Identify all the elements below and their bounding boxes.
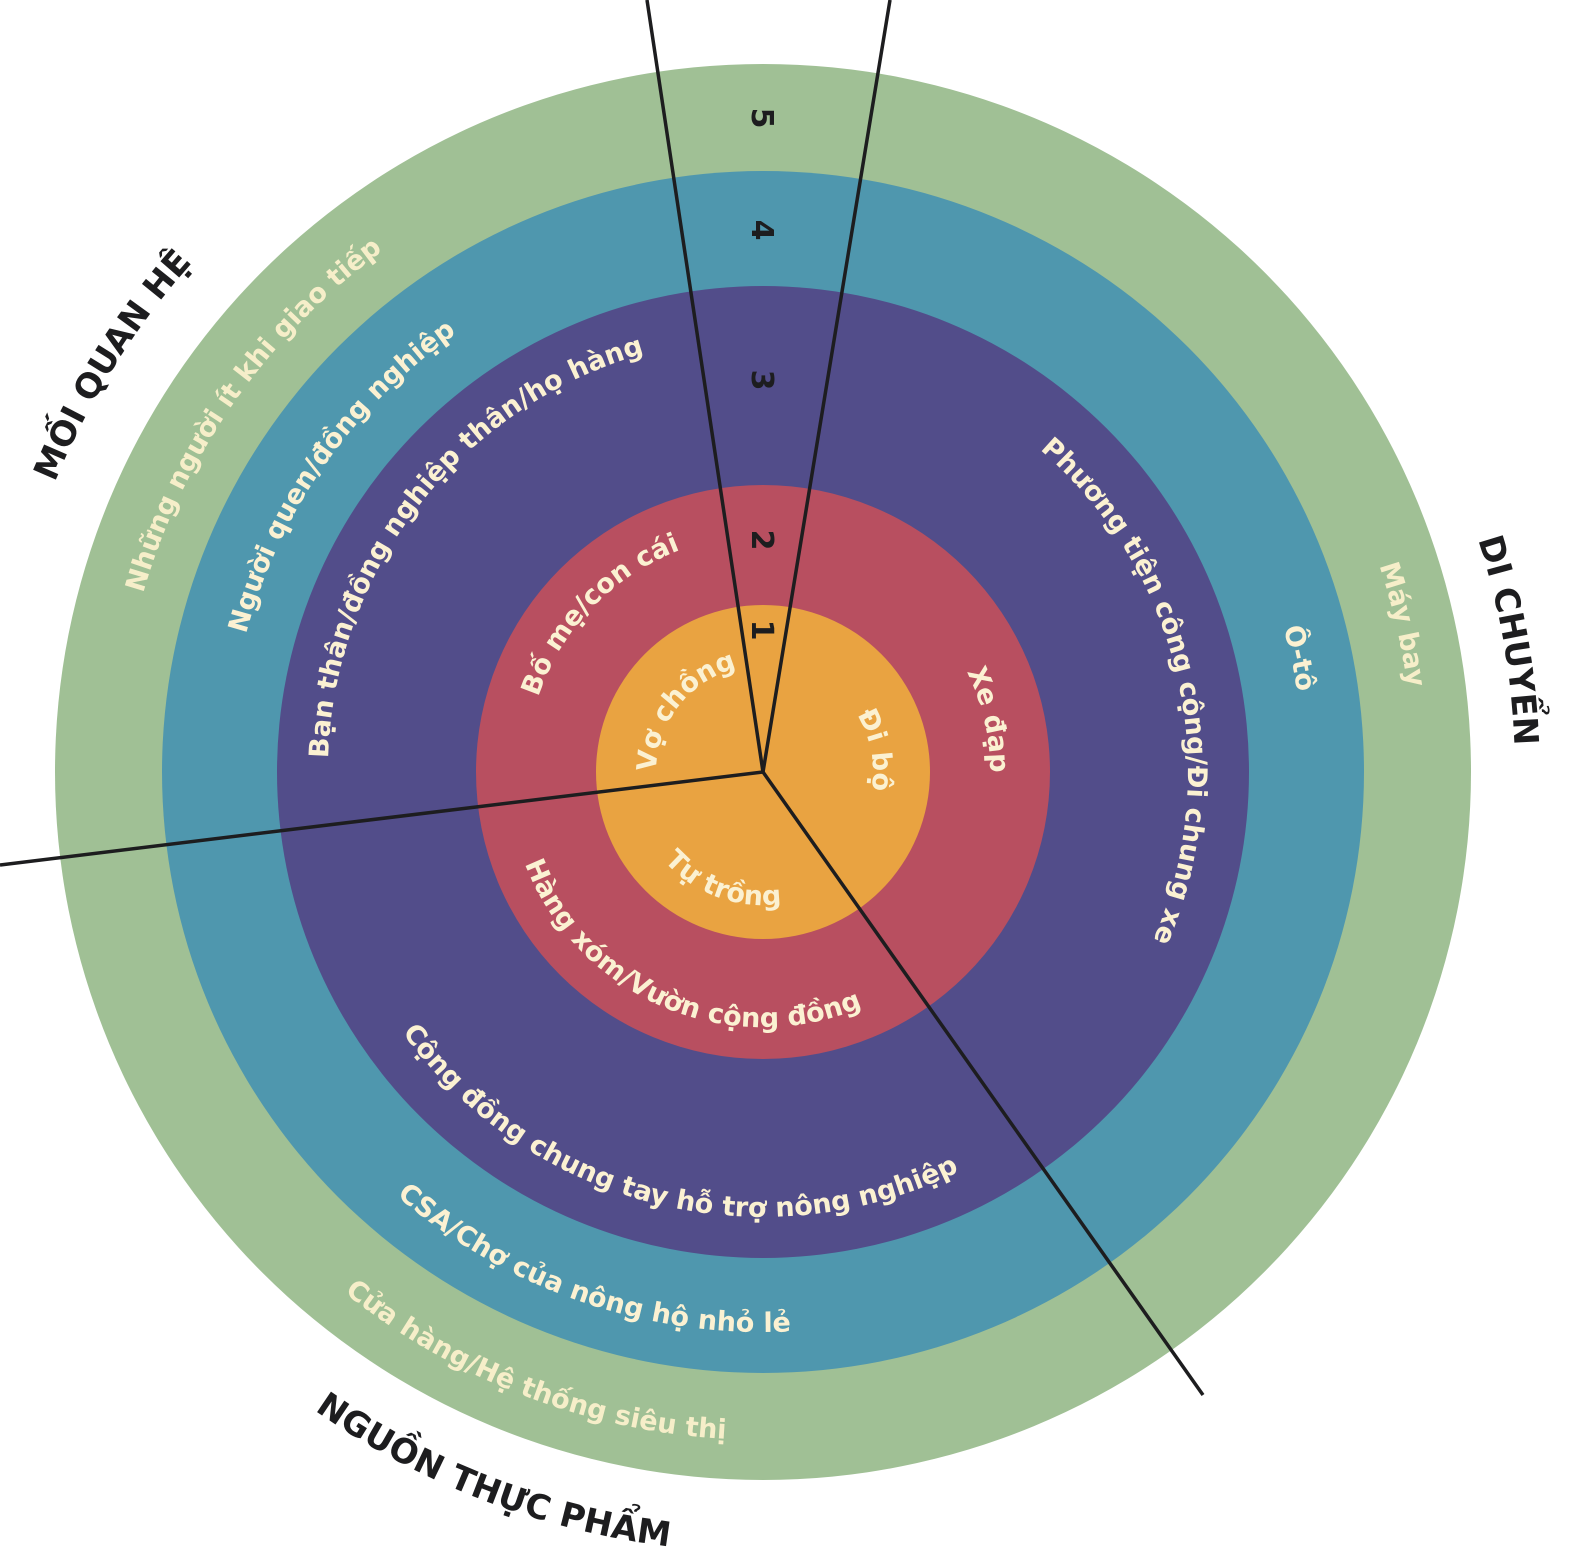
divider-line [761, 770, 1205, 1397]
category-di-chuyen-text: DI CHUYỂN [1470, 531, 1550, 747]
divider-line [645, 0, 765, 773]
level-number-4: 4 [744, 220, 779, 241]
sector-dividers [0, 0, 1205, 1397]
level-number-3: 3 [744, 370, 779, 391]
level-number-1: 1 [744, 620, 779, 641]
level-number-2: 2 [744, 530, 779, 551]
category-di-chuyen: DI CHUYỂN [1470, 531, 1550, 747]
level-number-5: 5 [744, 108, 779, 129]
divider-line [761, 0, 892, 773]
divider-line [0, 770, 764, 867]
level-numbers: 1 2 3 4 5 [744, 108, 779, 641]
